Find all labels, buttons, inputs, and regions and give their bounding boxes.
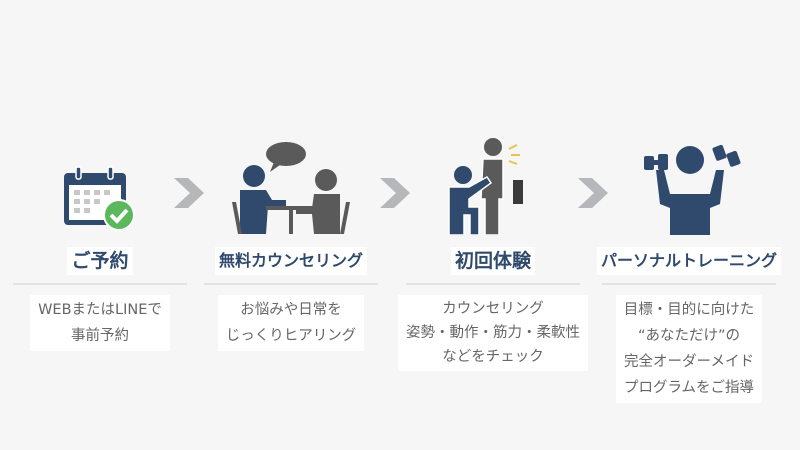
desc-line: WEBまたはLINEで (38, 302, 162, 318)
desc-line: お悩みや日常を (240, 302, 342, 318)
desc-line: などをチェック (442, 349, 544, 365)
divider (13, 283, 187, 285)
step-title: パーソナルトレーニング (596, 247, 781, 275)
chevron-right-icon (380, 178, 410, 208)
counseling-icon (196, 140, 386, 235)
step-personal-training: パーソナルトレーニング 目標・目的に向けた “あなただけ”の 完全オーダーメイド… (594, 140, 784, 403)
desc-line: カウンセリング (442, 301, 544, 317)
step-trial: 初回体験 カウンセリング 姿勢・動作・筋力・柔軟性 などをチェック (398, 138, 588, 371)
step-title: ご予約 (67, 247, 133, 275)
desc-line: 姿勢・動作・筋力・柔軟性 (406, 325, 580, 341)
step-counseling: 無料カウンセリング お悩みや日常を じっくりヒアリング (196, 140, 386, 351)
divider (204, 283, 378, 285)
posture-check-icon (398, 138, 588, 235)
step-description: WEBまたはLINEで 事前予約 (30, 295, 170, 351)
chevron-right-icon (174, 178, 204, 208)
step-description: カウンセリング 姿勢・動作・筋力・柔軟性 などをチェック (398, 295, 588, 371)
desc-line: じっくりヒアリング (225, 328, 357, 344)
dumbbell-training-icon (594, 140, 784, 235)
step-title: 初回体験 (450, 247, 535, 275)
divider (602, 283, 776, 285)
divider (406, 283, 580, 285)
desc-line: 事前予約 (71, 328, 129, 344)
step-title: 無料カウンセリング (214, 247, 367, 275)
desc-line: プログラムをご指導 (623, 380, 755, 396)
calendar-check-icon (5, 140, 195, 235)
desc-line: 目標・目的に向けた (623, 302, 755, 318)
step-description: お悩みや日常を じっくりヒアリング (217, 295, 365, 351)
desc-line: 完全オーダーメイド (624, 354, 754, 370)
step-reservation: ご予約 WEBまたはLINEで 事前予約 (5, 140, 195, 351)
chevron-right-icon (578, 178, 608, 208)
step-description: 目標・目的に向けた “あなただけ”の 完全オーダーメイド プログラムをご指導 (615, 295, 763, 403)
desc-line: “あなただけ”の (637, 328, 741, 344)
